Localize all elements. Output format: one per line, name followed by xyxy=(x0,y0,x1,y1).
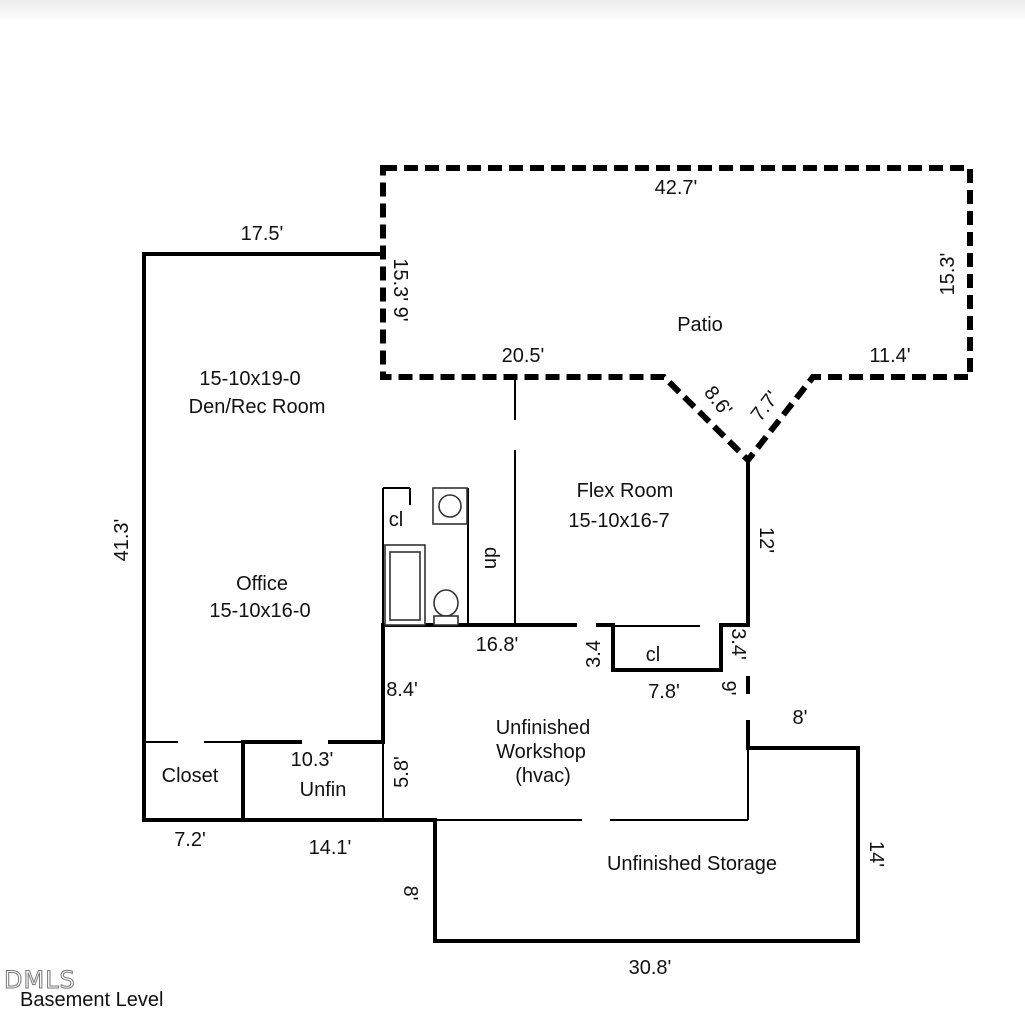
cl-flex: cl xyxy=(646,644,660,666)
dim-unfin-bottom: 14.1' xyxy=(309,837,352,859)
flex-name: Flex Room xyxy=(577,480,674,502)
bathtub-inner xyxy=(389,551,421,621)
dim-cl-bottom: 7.8' xyxy=(648,681,680,703)
workshop-line2: Workshop xyxy=(496,741,586,763)
cl-bath: cl xyxy=(389,509,403,531)
storage-walls xyxy=(433,746,860,943)
dim-storage-bottom: 30.8' xyxy=(629,957,672,979)
bath-closet xyxy=(382,487,469,625)
stairs-dn: dn xyxy=(480,547,502,569)
dim-closet-bottom: 7.2' xyxy=(174,829,206,851)
top-fade xyxy=(0,0,1025,22)
sink-basin xyxy=(438,494,462,518)
patio-outline xyxy=(380,165,973,465)
closet-label: Closet xyxy=(162,765,219,787)
patio-label: Patio xyxy=(677,314,723,336)
unfin-label: Unfin xyxy=(300,779,347,801)
storage-label: Unfinished Storage xyxy=(607,853,777,875)
dim-ws-left: 8.4' xyxy=(386,679,418,701)
dim-patio-bottom-left: 20.5' xyxy=(502,345,545,367)
dmls-logo: DMLS xyxy=(4,966,76,994)
toilet xyxy=(433,589,459,617)
office-name: Office xyxy=(236,573,288,595)
dim-unfin-top: 10.3' xyxy=(291,749,334,771)
dim-patio-top: 42.7' xyxy=(655,177,698,199)
flex-size: 15-10x16-7 xyxy=(568,510,669,532)
workshop-line1: Unfinished xyxy=(496,717,591,739)
dim-right-9: 9' xyxy=(717,681,739,696)
closet-wall xyxy=(611,623,750,672)
dim-den-top: 17.5' xyxy=(241,223,284,245)
level-caption: Basement Level xyxy=(20,989,163,1011)
den-name: Den/Rec Room xyxy=(189,396,326,418)
toilet-tank xyxy=(433,615,459,626)
dim-step2: 3.4' xyxy=(727,628,749,660)
dim-patio-left: 15.3' 9' xyxy=(389,258,411,321)
dim-flex-right: 12' xyxy=(755,527,777,553)
workshop-storage-divider xyxy=(435,748,749,821)
dim-patio-bottom-right: 11.4' xyxy=(869,345,910,367)
office-size: 15-10x16-0 xyxy=(209,600,310,622)
dim-step1: 3.4 xyxy=(583,640,605,668)
dim-patio-right: 15.3' xyxy=(937,253,959,296)
dim-eight-right: 8' xyxy=(793,707,808,729)
dim-ws-left2: 5.8' xyxy=(391,756,413,788)
dim-bath-bottom: 16.8' xyxy=(476,634,519,656)
workshop-line3: (hvac) xyxy=(515,765,571,787)
den-wall-left xyxy=(142,252,385,822)
den-size: 15-10x19-0 xyxy=(199,368,300,390)
dim-storage-left: 8' xyxy=(399,886,421,901)
dim-left: 41.3' xyxy=(111,519,133,562)
dim-storage-right: 14' xyxy=(865,841,887,867)
